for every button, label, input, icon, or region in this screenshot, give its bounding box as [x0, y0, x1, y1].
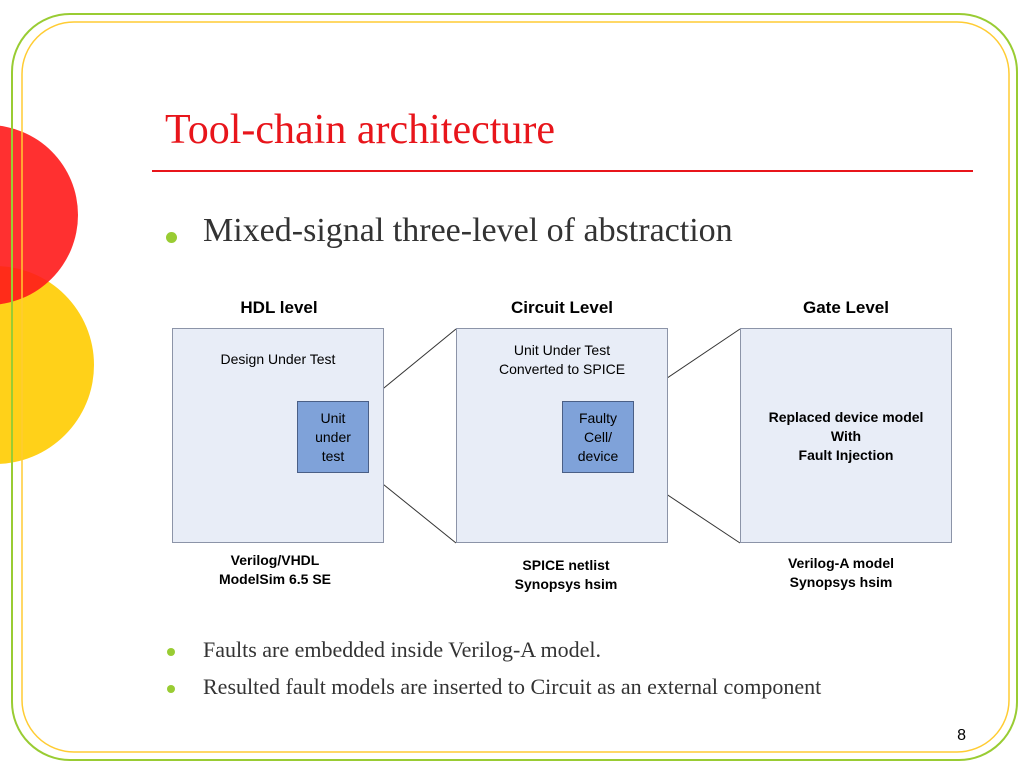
- unit-under-test-box: Unit under test: [297, 401, 369, 473]
- faulty-cell-box: Faulty Cell/ device: [562, 401, 634, 473]
- circuit-panel-text: Unit Under Test Converted to SPICE: [498, 342, 626, 377]
- decor-circle-red: [0, 125, 78, 305]
- decor-circle-yellow: [0, 266, 94, 464]
- main-bullet-text: Mixed-signal three-level of abstraction: [203, 212, 733, 249]
- heading-hdl-level: HDL level: [240, 298, 318, 317]
- gate-panel-text: Replaced device model With Fault Injecti…: [768, 409, 924, 463]
- bullet-dot-icon: [167, 685, 175, 693]
- bullet-text: Faults are embedded inside Verilog-A mod…: [203, 637, 601, 662]
- circuit-tools-label: SPICE netlist Synopsys hsim: [514, 557, 618, 592]
- heading-gate-level: Gate Level: [803, 298, 889, 317]
- bullet-text: Resulted fault models are inserted to Ci…: [203, 674, 822, 699]
- heading-circuit-level: Circuit Level: [510, 298, 614, 317]
- hdl-panel-text: Design Under Test: [220, 351, 336, 367]
- title-underline: [152, 170, 973, 172]
- gate-tools-label: Verilog-A model Synopsys hsim: [787, 555, 895, 590]
- bullet-dot-icon: [167, 648, 175, 656]
- bullet-item: Faults are embedded inside Verilog-A mod…: [167, 637, 601, 663]
- hdl-tools-label: Verilog/VHDL ModelSim 6.5 SE: [218, 552, 332, 587]
- gate-panel: Replaced device model With Fault Injecti…: [740, 328, 952, 543]
- bullet-item: Resulted fault models are inserted to Ci…: [167, 674, 822, 700]
- hdl-panel: Design Under Test Unit under test: [172, 328, 384, 543]
- page-number: 8: [957, 727, 966, 744]
- slide-frame-outer: [11, 13, 1018, 761]
- slide-frame-inner: [21, 21, 1010, 753]
- circuit-panel: Unit Under Test Converted to SPICE Fault…: [456, 328, 668, 543]
- main-bullet: Mixed-signal three-level of abstraction: [166, 212, 733, 250]
- bullet-dot-icon: [166, 232, 177, 243]
- slide-title: Tool-chain architecture: [165, 107, 556, 153]
